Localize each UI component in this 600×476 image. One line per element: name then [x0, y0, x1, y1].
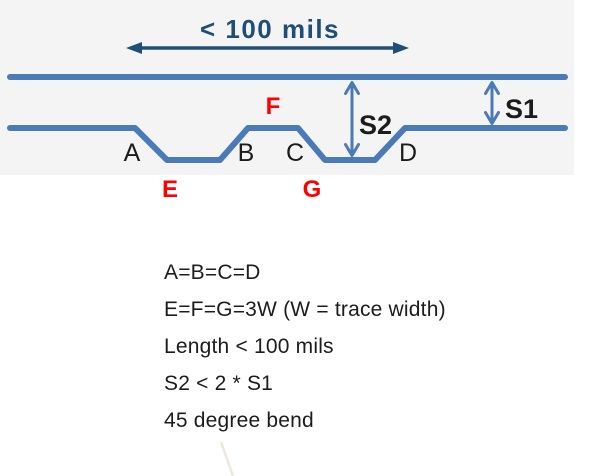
rule-bend-angle: 45 degree bend [164, 409, 314, 432]
s2-dimension-arrow [344, 81, 360, 157]
corner-label-c: C [286, 139, 304, 167]
design-rules-list: A=B=C=D E=F=G=3W (W = trace width) Lengt… [164, 254, 446, 439]
length-dimension-arrow [126, 42, 409, 54]
rule-total-length: Length < 100 mils [164, 335, 334, 358]
serpentine-trace-path [7, 125, 568, 163]
segment-label-f: F [266, 93, 281, 120]
rule-equal-corners: A=B=C=D [164, 261, 261, 284]
length-arrow-right-head-icon [393, 42, 409, 54]
corner-label-b: B [238, 139, 255, 167]
scan-artifact-line [219, 441, 235, 476]
segment-label-g: G [303, 176, 322, 203]
spacing-label-s1: S1 [505, 94, 538, 124]
length-annotation-label: < 100 mils [200, 14, 340, 44]
corner-label-d: D [399, 139, 417, 167]
rule-segment-length: E=F=G=3W (W = trace width) [164, 298, 446, 321]
s1-arrow-down-head-icon [484, 111, 500, 125]
s2-arrow-down-head-icon [344, 143, 360, 157]
length-arrow-left-head-icon [126, 42, 142, 54]
diagram-panel-background [0, 0, 574, 175]
s1-dimension-arrow [484, 81, 500, 125]
rule-spacing: S2 < 2 * S1 [164, 372, 274, 395]
s2-arrow-up-head-icon [344, 81, 360, 95]
corner-label-a: A [124, 139, 141, 167]
s1-arrow-up-head-icon [484, 81, 500, 95]
spacing-label-s2: S2 [359, 110, 392, 140]
segment-label-e: E [162, 176, 178, 203]
